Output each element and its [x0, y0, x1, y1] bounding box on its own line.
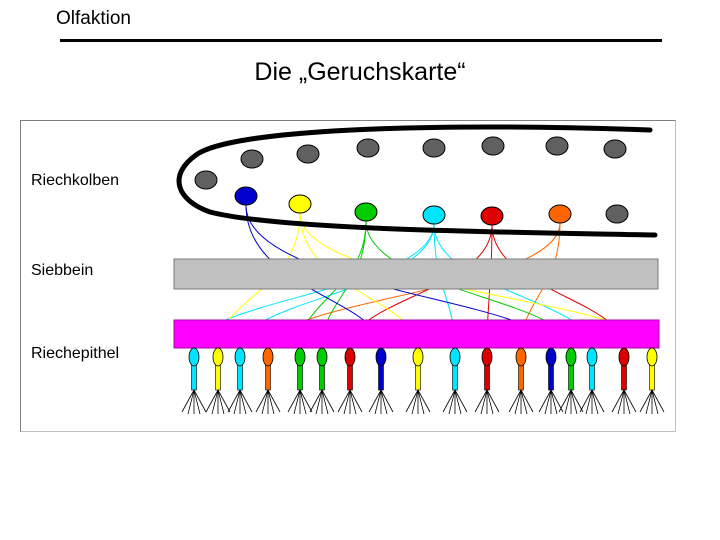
glomerulus-cyan — [422, 205, 446, 225]
receptor-neuron-yellow — [205, 347, 231, 415]
glomerulus-grey — [240, 149, 264, 169]
glomerulus-grey — [296, 144, 320, 164]
glomerulus-grey — [481, 136, 505, 156]
receptor-neuron-orange — [255, 347, 281, 415]
epithelium-band — [173, 319, 660, 349]
receptor-neuron-red — [474, 347, 500, 415]
glomerulus-grey — [422, 138, 446, 158]
glomerulus-orange — [548, 204, 572, 224]
slide-title: Olfaktion — [56, 8, 131, 29]
glomerulus-grey — [603, 139, 627, 159]
glomerulus-red — [480, 206, 504, 226]
receptor-neuron-cyan — [181, 347, 207, 415]
receptor-neuron-cyan — [579, 347, 605, 415]
glomerulus-grey — [356, 138, 380, 158]
label-riechkolben: Riechkolben — [31, 172, 120, 189]
diagram-subtitle: Die „Geruchskarte“ — [254, 58, 466, 86]
label-riechepithel: Riechepithel — [31, 345, 120, 362]
receptor-neuron-green — [287, 347, 313, 415]
receptor-neuron-yellow — [639, 347, 665, 415]
receptor-neuron-green — [558, 347, 584, 415]
receptor-neuron-green — [309, 347, 335, 415]
receptor-neuron-blue — [538, 347, 564, 415]
olfactory-bulb-outline — [176, 124, 658, 238]
title-divider — [60, 39, 662, 42]
glomerulus-green — [354, 202, 378, 222]
receptor-neuron-blue — [368, 347, 394, 415]
glomerulus-grey — [605, 204, 629, 224]
receptor-neuron-cyan — [442, 347, 468, 415]
glomeruli-layer — [194, 136, 629, 226]
receptor-neuron-red — [337, 347, 363, 415]
glomerulus-yellow — [288, 194, 312, 214]
receptor-neuron-cyan — [227, 347, 253, 415]
label-siebbein: Siebbein — [31, 262, 94, 279]
glomerulus-grey — [194, 170, 218, 190]
receptor-neuron-orange — [508, 347, 534, 415]
glomerulus-grey — [545, 136, 569, 156]
glomerulus-blue — [234, 186, 258, 206]
ethmoid-plate — [173, 258, 659, 290]
diagram-frame — [20, 120, 676, 432]
receptor-neuron-red — [611, 347, 637, 415]
receptor-neuron-yellow — [405, 347, 431, 415]
receptor-neurons-layer — [181, 347, 665, 415]
